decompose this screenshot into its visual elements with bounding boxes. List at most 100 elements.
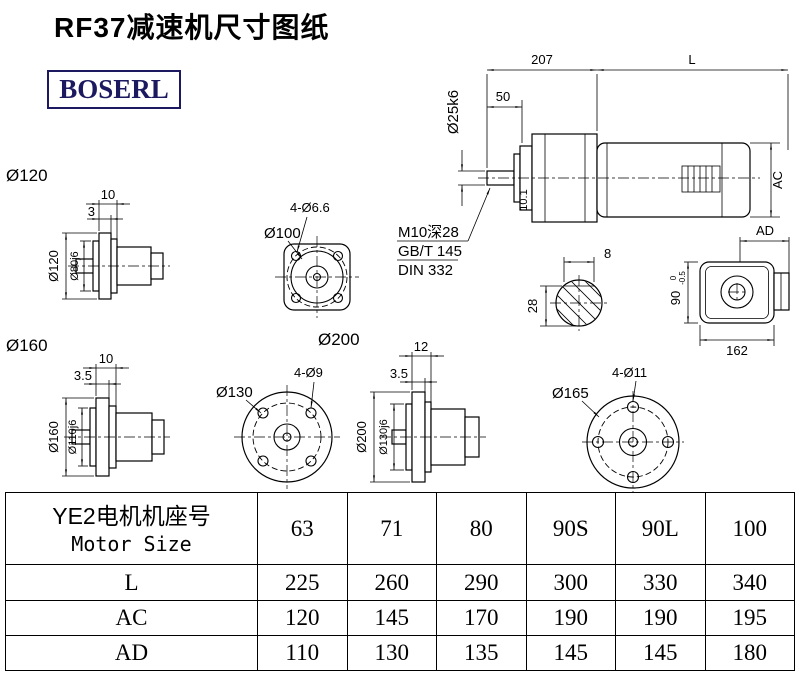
- row-label-AC: AC: [5, 599, 258, 636]
- dim-holes: 4-Ø9: [294, 365, 323, 380]
- dim-10: 10: [99, 351, 113, 366]
- dim-AD: AD: [756, 223, 774, 238]
- dim-3: 3: [88, 204, 95, 219]
- view-rear-ad: AD 90 0 -0.5 162: [668, 223, 790, 358]
- table-cell: 145: [525, 634, 616, 672]
- view-165-flange: 4-Ø11 Ø165: [552, 365, 684, 492]
- view-main-assembly: 207 L 50 Ø25k6 AC 10.1 M10深28 GB/T 145 D…: [397, 52, 789, 279]
- dim-50: 50: [496, 89, 510, 104]
- dim-90-tol-hi: 0: [669, 275, 678, 280]
- dim-207: 207: [531, 52, 553, 67]
- bolt-circle: [286, 246, 348, 308]
- dim-od200: Ø200: [354, 421, 369, 453]
- table-cell: 135: [436, 634, 527, 672]
- leader-line: [296, 216, 308, 253]
- dim-od160: Ø160: [46, 421, 61, 453]
- rear-housing-inner: [705, 266, 769, 319]
- dimension-table: YE2电机机座号 Motor Size 63 71 80 90S 90L 100…: [5, 491, 795, 672]
- leader-line: [245, 399, 262, 414]
- rear-bores: [720, 275, 754, 309]
- table-cell: 300: [525, 564, 616, 601]
- table-cell: 290: [436, 564, 527, 601]
- table-cell: 110: [257, 634, 348, 672]
- dim-90: 90: [668, 291, 683, 305]
- leader-line: [632, 380, 637, 402]
- table-cell: 180: [704, 634, 795, 672]
- table-cell: 260: [346, 564, 437, 601]
- motor-size-80: 80: [436, 491, 527, 566]
- motor-size-63: 63: [257, 491, 348, 566]
- motor-size-90l: 90L: [615, 491, 706, 566]
- dim-dia130: Ø130: [216, 384, 253, 401]
- table-cell: 145: [615, 634, 706, 672]
- table-cell: 225: [257, 564, 348, 601]
- motor-size-label-cn: YE2电机机座号: [52, 502, 211, 529]
- terminal-box: [773, 272, 790, 311]
- table-row-AC: AC 120 145 170 190 190 195: [5, 599, 795, 636]
- view-130-flange: 4-Ø9 Ø130: [216, 365, 340, 489]
- dim-90-tol-lo: -0.5: [678, 271, 687, 285]
- dim-AC: AC: [770, 171, 785, 189]
- dim-28: 28: [525, 299, 540, 313]
- view-100-flange: 4-Ø6.6 Ø100: [264, 200, 359, 318]
- table-cell: 120: [257, 599, 348, 636]
- note-tapped-hole: M10深28: [398, 224, 459, 241]
- dim-3-5: 3.5: [74, 368, 92, 383]
- dim-10-1: 10.1: [518, 189, 530, 210]
- motor-size-71: 71: [346, 491, 437, 566]
- dim-162: 162: [726, 343, 748, 358]
- motor-size-100: 100: [704, 491, 795, 566]
- brand-logo: BOSERL: [47, 70, 181, 109]
- view-200-side: 12 3.5 Ø200 Ø130j6: [354, 339, 486, 483]
- table-row-AD: AD 110 130 135 145 145 180: [5, 634, 795, 672]
- table-cell: 190: [615, 599, 706, 636]
- dim-holes: 4-Ø6.6: [290, 200, 330, 215]
- motor-size-90s: 90S: [525, 491, 616, 566]
- note-gbt145: GB/T 145: [398, 243, 462, 260]
- group-label-160: Ø160: [6, 336, 48, 355]
- bores: [290, 250, 344, 304]
- leader-line: [581, 400, 600, 418]
- group-label-120: Ø120: [6, 166, 48, 185]
- dim-L: L: [688, 52, 695, 67]
- bores: [273, 423, 301, 451]
- note-din332: DIN 332: [398, 262, 453, 279]
- table-cell: 340: [704, 564, 795, 601]
- dim-dia100: Ø100: [264, 225, 301, 242]
- dimension-lines: [684, 237, 790, 346]
- dimension-lines: [397, 69, 789, 261]
- page-title: RF37减速机尺寸图纸: [54, 12, 330, 43]
- dim-spigot110: Ø110j6: [67, 420, 79, 455]
- motor-size-header-cell: YE2电机机座号 Motor Size: [5, 491, 258, 566]
- leader-line: [310, 381, 315, 409]
- table-cell: 130: [346, 634, 437, 672]
- dim-shaft-dia: Ø25k6: [445, 90, 462, 134]
- table-cell: 145: [346, 599, 437, 636]
- dimension-lines: [62, 200, 130, 300]
- dimension-lines: [370, 352, 444, 483]
- dim-spigot130: Ø130j6: [378, 419, 390, 454]
- dim-10: 10: [101, 187, 115, 202]
- dim-holes: 4-Ø11: [612, 365, 647, 380]
- dim-dia165: Ø165: [552, 385, 589, 402]
- dimension-lines: [540, 257, 595, 327]
- dim-od120: Ø120: [46, 250, 61, 282]
- table-cell: 330: [615, 564, 706, 601]
- group-label-200: Ø200: [318, 330, 360, 349]
- view-160-side: 10 3.5 Ø160 Ø110j6: [46, 351, 170, 477]
- dim-spigot80: Ø80j6: [69, 251, 81, 280]
- leader-line: [287, 240, 303, 260]
- table-cell: 190: [525, 599, 616, 636]
- dim-3-5: 3.5: [390, 366, 408, 381]
- dimension-lines: [62, 364, 129, 477]
- bores: [618, 427, 648, 457]
- row-label-L: L: [5, 564, 258, 601]
- table-row-L: L 225 260 290 300 330 340: [5, 564, 795, 601]
- dim-12: 12: [414, 339, 428, 354]
- row-label-AD: AD: [5, 634, 258, 672]
- motor-size-label-en: Motor Size: [71, 531, 192, 556]
- table-cell: 195: [704, 599, 795, 636]
- dim-8: 8: [604, 246, 611, 261]
- bolt-holes: [591, 400, 675, 484]
- view-120-side: 10 3 Ø120 Ø80j6: [46, 187, 170, 300]
